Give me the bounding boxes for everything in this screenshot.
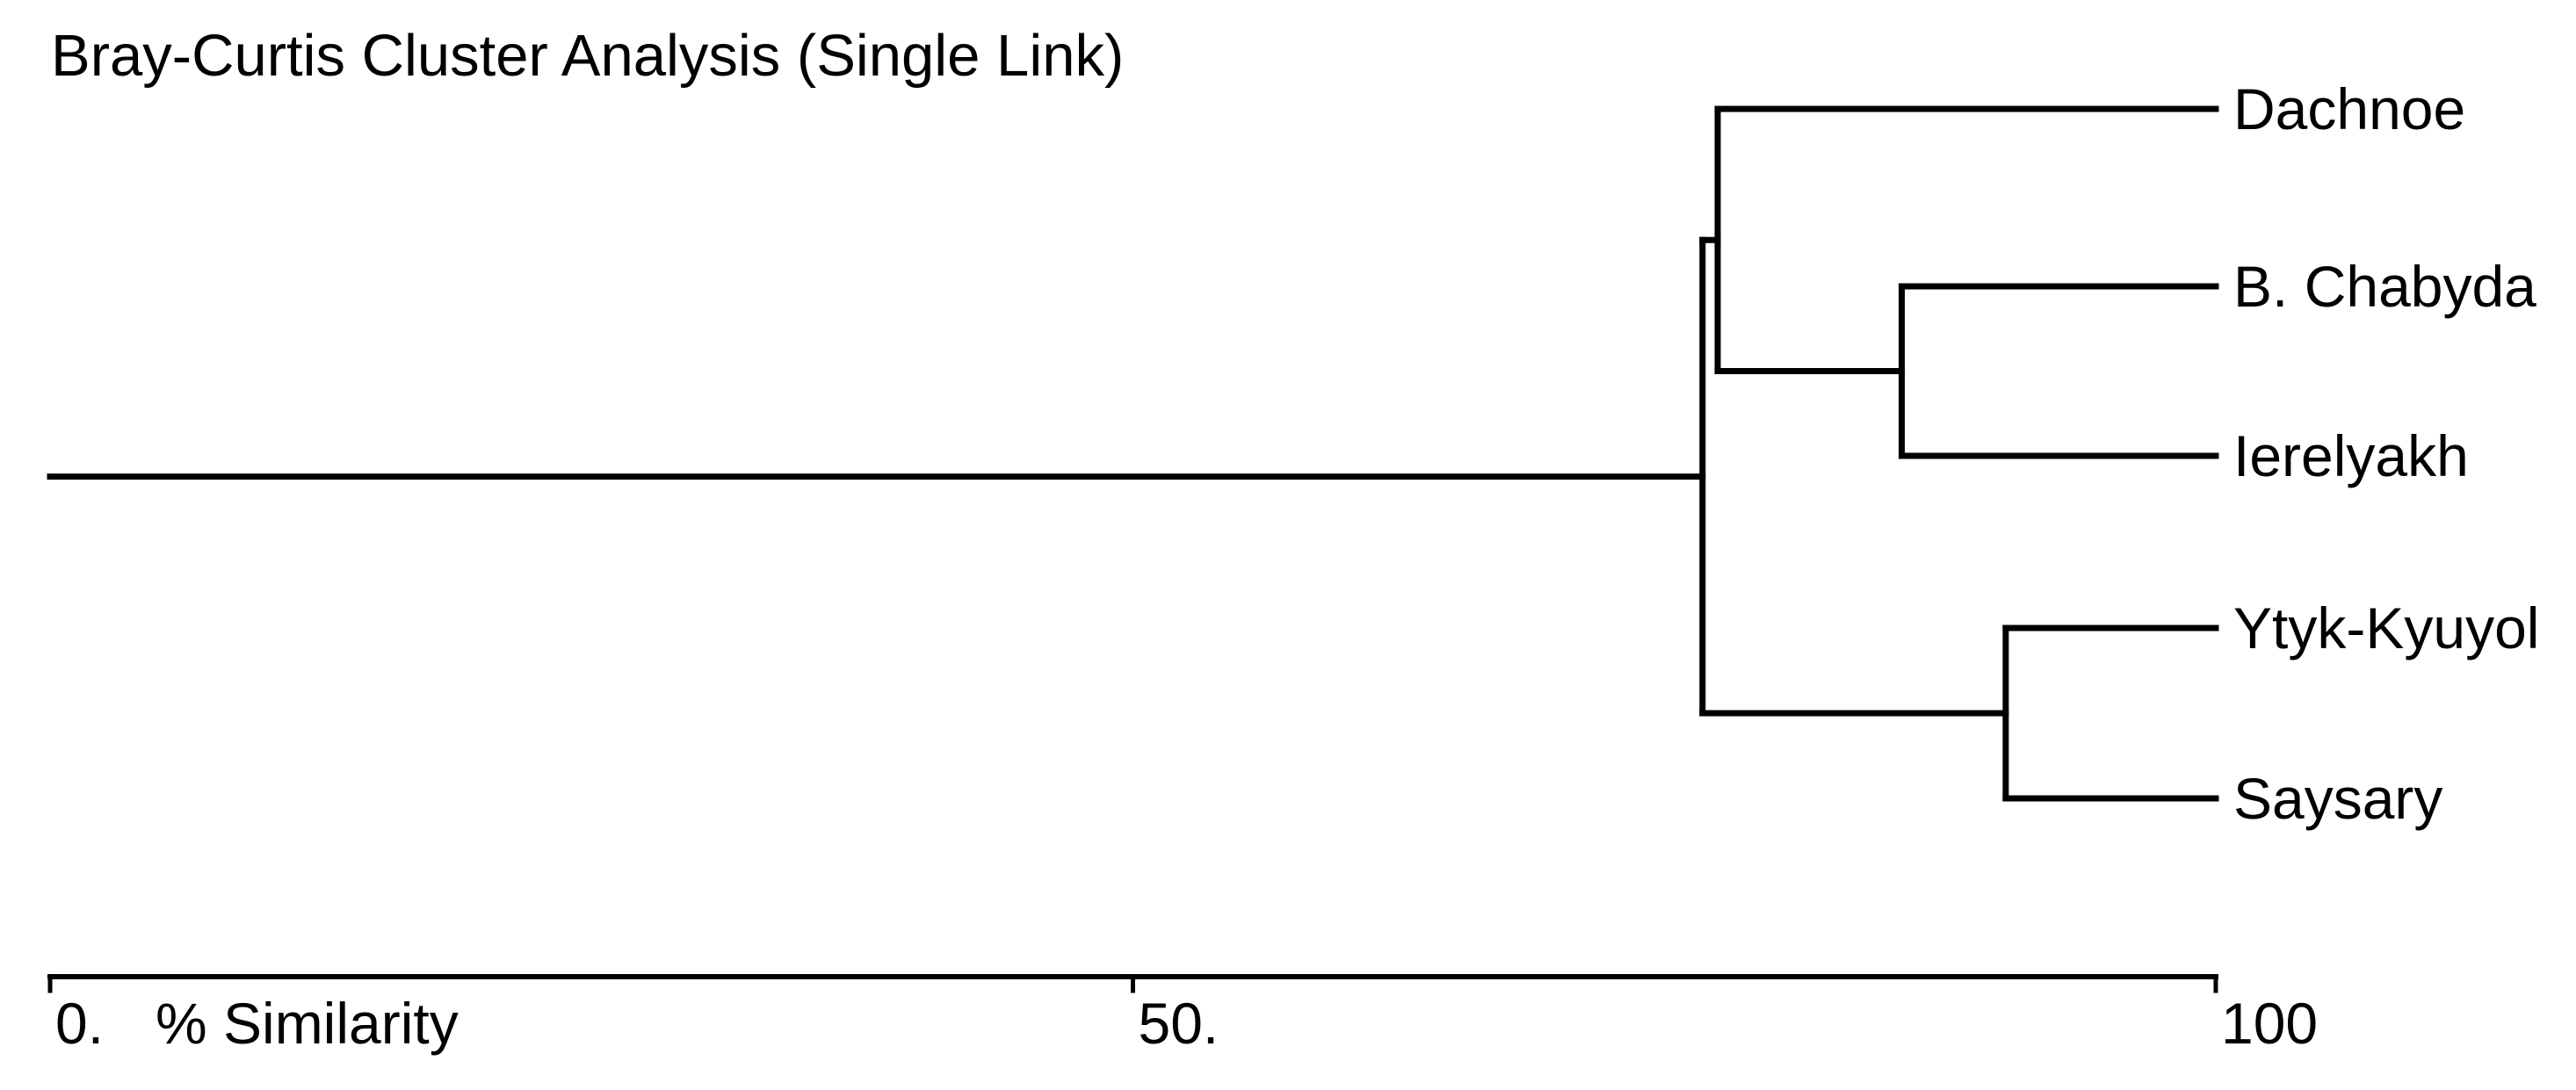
leaf-label: B. Chabyda bbox=[2233, 254, 2536, 319]
chart-title: Bray-Curtis Cluster Analysis (Single Lin… bbox=[51, 23, 1124, 89]
axis-tick-label: 50. bbox=[1139, 991, 1219, 1056]
axis-tick-label: 0. bbox=[55, 991, 104, 1056]
dendrogram-branches: Dachnoe B. ChabydaIerelyakhYtyk-KyuyolSay… bbox=[47, 76, 2539, 831]
leaf-label: Saysary bbox=[2233, 766, 2442, 831]
leaf-label: Ierelyakh bbox=[2233, 423, 2469, 488]
axis-tick-label: 100 bbox=[2221, 991, 2318, 1056]
leaf-label: Dachnoe bbox=[2233, 76, 2465, 141]
similarity-axis: 0. 50. 100 % Similarity bbox=[47, 974, 2318, 1056]
axis-title: % Similarity bbox=[156, 991, 459, 1056]
leaf-label: Ytyk-Kyuyol bbox=[2233, 596, 2539, 660]
